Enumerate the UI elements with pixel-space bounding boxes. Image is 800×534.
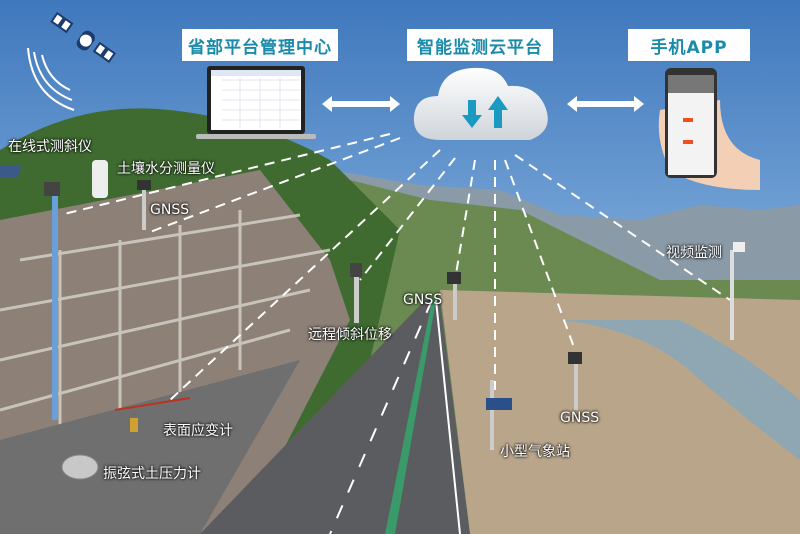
signal-waves-icon bbox=[27, 47, 75, 111]
phone-icon bbox=[658, 68, 760, 190]
label-inclinometer: 在线式测斜仪 bbox=[8, 139, 92, 155]
laptop-icon bbox=[196, 66, 316, 139]
label-gnss: GNSS bbox=[560, 410, 600, 426]
label-weather-station: 小型气象站 bbox=[500, 444, 570, 460]
bidirectional-arrow-icon bbox=[567, 96, 644, 112]
label-strain-gauge: 表面应变计 bbox=[163, 423, 233, 439]
satellite-icon bbox=[50, 11, 117, 64]
label-soil-moisture: 土壤水分测量仪 bbox=[117, 161, 215, 177]
header-provincial-platform: 省部平台管理中心 bbox=[182, 29, 338, 61]
label-remote-tilt: 远程倾斜位移 bbox=[308, 327, 392, 343]
label-earth-pressure: 振弦式土压力计 bbox=[103, 466, 201, 482]
label-video-monitoring: 视频监测 bbox=[666, 245, 722, 261]
header-cloud-platform: 智能监测云平台 bbox=[407, 29, 553, 61]
cloud-icon bbox=[413, 67, 548, 140]
header-mobile-app: 手机APP bbox=[628, 29, 750, 61]
label-gnss: GNSS bbox=[150, 202, 190, 218]
label-gnss: GNSS bbox=[403, 292, 443, 308]
bidirectional-arrow-icon bbox=[322, 96, 400, 112]
